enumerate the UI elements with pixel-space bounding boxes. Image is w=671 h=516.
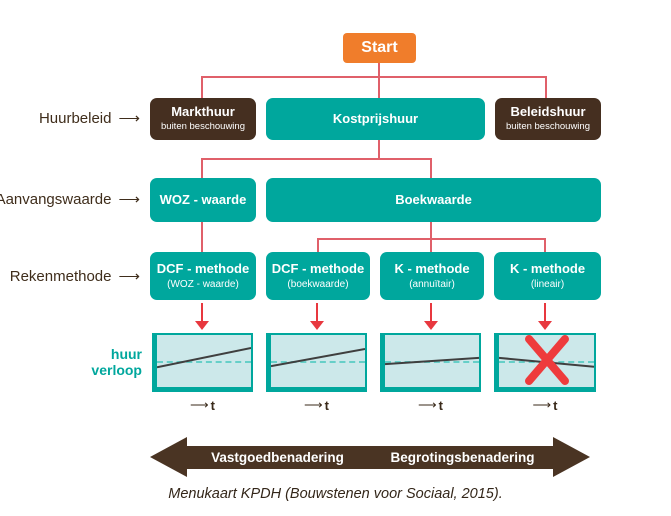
node-dcf-methode-woz: DCF - methode (WOZ - waarde)	[150, 252, 256, 300]
cross-icon	[524, 335, 569, 385]
baseline-dashed-line	[271, 361, 365, 363]
node-k-methode-annuitair: K - methode (annuïtair)	[380, 252, 484, 300]
arrow-right-icon: ⟶	[118, 110, 140, 127]
arrow-right-icon: ⟶	[118, 191, 140, 208]
approach-spectrum-arrow: Vastgoedbenadering Begrotingsbenadering	[150, 437, 590, 478]
minichart-k-annuitair	[380, 333, 481, 392]
minichart-dcf-boekwaarde	[266, 333, 367, 392]
start-node: Start	[343, 33, 416, 63]
connector-line	[201, 76, 547, 78]
connector-line	[544, 238, 546, 252]
node-title: DCF - methode	[271, 260, 365, 276]
trend-line	[385, 335, 479, 387]
approach-spectrum-bar: Vastgoedbenadering Begrotingsbenadering	[185, 446, 555, 469]
time-axis-label: ⟶ t	[152, 397, 253, 413]
connector-line	[378, 76, 380, 98]
figure-caption: Menukaart KPDH (Bouwstenen voor Sociaal,…	[168, 486, 503, 502]
node-dcf-methode-boekwaarde: DCF - methode (boekwaarde)	[266, 252, 370, 300]
down-arrow-icon	[538, 303, 552, 330]
connector-line	[201, 222, 203, 252]
connector-line	[430, 222, 432, 238]
time-axis-label: ⟶ t	[494, 397, 596, 413]
spectrum-right-label: Begrotingsbenadering	[390, 450, 535, 465]
down-arrow-icon	[195, 303, 209, 330]
minichart-dcf-woz	[152, 333, 253, 392]
node-subtitle: (boekwaarde)	[287, 278, 349, 290]
connector-line	[545, 76, 547, 98]
node-subtitle: buiten beschouwing	[506, 121, 590, 132]
node-subtitle: (WOZ - waarde)	[167, 278, 239, 290]
node-title: WOZ - waarde	[159, 191, 247, 207]
node-title: Markthuur	[171, 104, 235, 120]
time-axis-label: ⟶ t	[266, 397, 367, 413]
node-subtitle: (annuïtair)	[409, 278, 455, 290]
arrow-right-icon: ⟶	[532, 397, 552, 412]
connector-line	[430, 238, 432, 252]
connector-line	[430, 158, 432, 178]
node-title: Kostprijshuur	[332, 110, 419, 126]
node-beleidshuur: Beleidshuur buiten beschouwing	[495, 98, 601, 140]
connector-line	[317, 238, 319, 252]
row-label-text: Rekenmethode	[9, 268, 112, 285]
trend-line	[157, 335, 251, 387]
node-title: K - methode	[394, 260, 470, 276]
arrow-right-icon: ⟶	[418, 397, 437, 412]
connector-line	[201, 158, 203, 178]
node-title: Boekwaarde	[395, 191, 472, 207]
baseline-dashed-line	[157, 361, 251, 363]
node-subtitle: buiten beschouwing	[161, 121, 245, 132]
row-label-text: Aanvangswaarde	[0, 191, 112, 208]
node-subtitle: (lineair)	[530, 278, 565, 290]
row-label-aanvangswaarde: Aanvangswaarde ⟶	[0, 191, 140, 208]
down-arrow-icon	[310, 303, 324, 330]
arrow-right-icon: ⟶	[190, 397, 209, 412]
node-title: DCF - methode	[156, 260, 250, 276]
connector-line	[378, 140, 380, 158]
time-axis-letter: t	[438, 397, 443, 413]
minichart-k-lineair	[494, 333, 596, 392]
connector-line	[201, 76, 203, 98]
row-label-text: Huurbeleid	[38, 110, 112, 127]
node-woz-waarde: WOZ - waarde	[150, 178, 256, 222]
connector-line	[201, 158, 432, 160]
chart-axis-label-line1: huur	[110, 346, 142, 362]
arrow-right-icon: ⟶	[304, 397, 323, 412]
time-axis-label: ⟶ t	[380, 397, 481, 413]
node-title: Beleidshuur	[510, 104, 586, 120]
down-arrow-icon	[424, 303, 438, 330]
time-axis-letter: t	[324, 397, 329, 413]
time-axis-letter: t	[210, 397, 215, 413]
row-label-huurbeleid: Huurbeleid ⟶	[18, 110, 140, 127]
node-k-methode-lineair: K - methode (lineair)	[494, 252, 601, 300]
node-title: K - methode	[509, 260, 586, 276]
chart-axis-label: huur verloop	[52, 346, 142, 378]
arrow-right-icon: ⟶	[118, 268, 140, 285]
arrow-left-head-icon	[150, 437, 187, 477]
chart-axis-label-line2: verloop	[91, 362, 142, 379]
time-axis-letter: t	[553, 397, 558, 413]
row-label-rekenmethode: Rekenmethode ⟶	[10, 268, 140, 285]
connector-line	[378, 63, 380, 77]
node-kostprijshuur: Kostprijshuur	[266, 98, 485, 140]
node-boekwaarde: Boekwaarde	[266, 178, 601, 222]
spectrum-left-label: Vastgoedbenadering	[211, 450, 344, 465]
arrow-right-head-icon	[553, 437, 590, 477]
node-markthuur: Markthuur buiten beschouwing	[150, 98, 256, 140]
trend-line	[271, 335, 365, 387]
